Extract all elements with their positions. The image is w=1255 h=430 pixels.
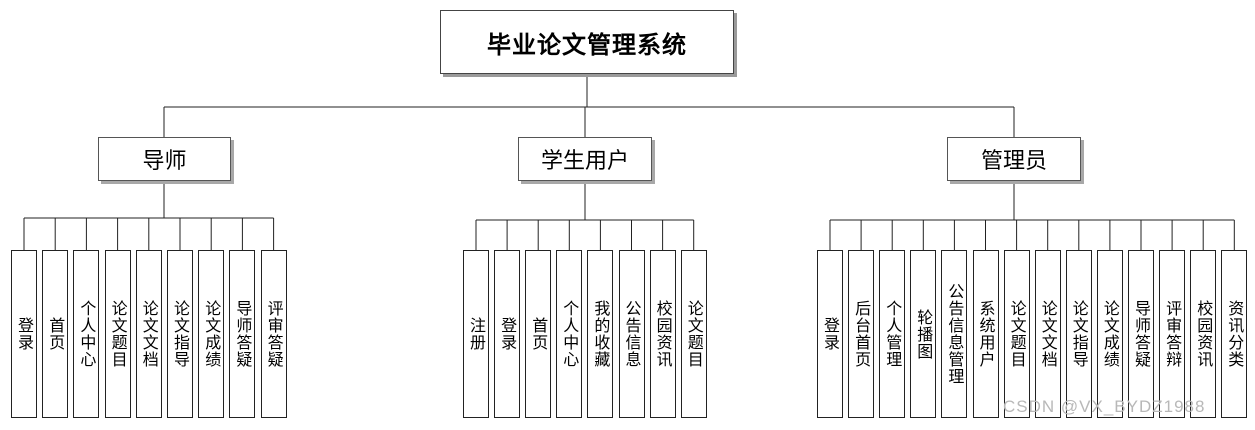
leaf-node: 评审答疑 <box>260 250 287 418</box>
root-label: 毕业论文管理系统 <box>487 30 687 59</box>
leaf-label: 系统用户 <box>976 300 996 368</box>
group-node-student: 学生用户 <box>518 137 652 181</box>
leaf-node: 登录 <box>11 250 37 418</box>
leaf-node: 论文成绩 <box>198 250 225 418</box>
leaf-label: 论文指导 <box>171 300 190 368</box>
leaf-node: 轮播图 <box>910 250 937 418</box>
leaf-node: 系统用户 <box>972 250 999 418</box>
leaf-label: 后台首页 <box>852 300 872 368</box>
leaf-node: 校园资讯 <box>1190 250 1217 418</box>
group-label: 管理员 <box>980 149 1047 174</box>
group-label: 导师 <box>142 149 187 174</box>
leaf-label: 论文成绩 <box>202 300 222 368</box>
leaf-node: 资讯分类 <box>1221 250 1248 418</box>
leaf-label: 论文题目 <box>108 300 128 368</box>
leaf-node: 导师答疑 <box>229 250 256 418</box>
leaf-node: 论文指导 <box>167 250 193 418</box>
leaf-label: 导师答疑 <box>1132 300 1151 368</box>
leaf-label: 轮播图 <box>914 308 934 360</box>
leaf-node: 个人中心 <box>556 250 583 418</box>
root-node: 毕业论文管理系统 <box>440 10 734 74</box>
leaf-label: 登录 <box>821 317 840 351</box>
leaf-node: 登录 <box>494 250 521 418</box>
leaf-label: 登录 <box>15 317 34 351</box>
leaf-label: 个人中心 <box>560 300 580 368</box>
leaf-label: 论文题目 <box>684 300 704 368</box>
leaf-node: 公告信息管理 <box>941 250 968 418</box>
leaf-node: 首页 <box>42 250 69 418</box>
leaf-node: 论文指导 <box>1065 250 1092 418</box>
leaf-node: 论文题目 <box>104 250 131 418</box>
leaf-node: 后台首页 <box>848 250 875 418</box>
leaf-label: 论文文档 <box>1038 300 1058 368</box>
leaf-node: 登录 <box>817 250 843 418</box>
leaf-label: 论文指导 <box>1069 300 1089 368</box>
leaf-label: 登录 <box>498 317 518 351</box>
watermark: CSDN @VX_BYDZ1988 <box>1003 397 1206 416</box>
leaf-label: 评审答疑 <box>264 300 284 368</box>
leaf-label: 论文题目 <box>1007 300 1027 368</box>
leaf-node: 论文文档 <box>1034 250 1061 418</box>
leaf-node: 注册 <box>463 250 489 418</box>
leaf-node: 首页 <box>525 250 552 418</box>
leaf-node: 论文题目 <box>680 250 707 418</box>
leaf-label: 论文文档 <box>139 300 159 368</box>
leaf-label: 导师答疑 <box>233 300 253 368</box>
leaf-label: 个人管理 <box>883 300 903 368</box>
leaf-label: 公告信息 <box>622 300 642 368</box>
leaf-node: 个人中心 <box>73 250 100 418</box>
leaf-node: 公告信息 <box>618 250 645 418</box>
leaf-node: 论文文档 <box>135 250 162 418</box>
leaf-node: 我的收藏 <box>587 250 614 418</box>
leaf-label: 校园资讯 <box>1194 300 1214 368</box>
leaf-node: 校园资讯 <box>649 250 676 418</box>
leaf-label: 校园资讯 <box>653 300 673 368</box>
leaf-label: 公告信息管理 <box>945 283 965 385</box>
leaf-node: 评审答辩 <box>1159 250 1186 418</box>
group-node-tutor: 导师 <box>98 137 231 181</box>
leaf-label: 注册 <box>467 317 486 351</box>
leaf-node: 论文题目 <box>1003 250 1030 418</box>
leaf-node: 个人管理 <box>879 250 906 418</box>
group-node-admin: 管理员 <box>947 137 1081 181</box>
leaf-label: 论文成绩 <box>1100 300 1120 368</box>
leaf-label: 我的收藏 <box>591 300 611 368</box>
leaf-label: 首页 <box>46 317 66 351</box>
leaf-label: 资讯分类 <box>1225 300 1245 368</box>
leaf-label: 评审答辩 <box>1163 300 1183 368</box>
leaf-node: 论文成绩 <box>1096 250 1123 418</box>
leaf-node: 导师答疑 <box>1128 250 1154 418</box>
leaf-label: 个人中心 <box>77 300 97 368</box>
leaf-label: 首页 <box>529 317 549 351</box>
group-label: 学生用户 <box>540 149 629 174</box>
